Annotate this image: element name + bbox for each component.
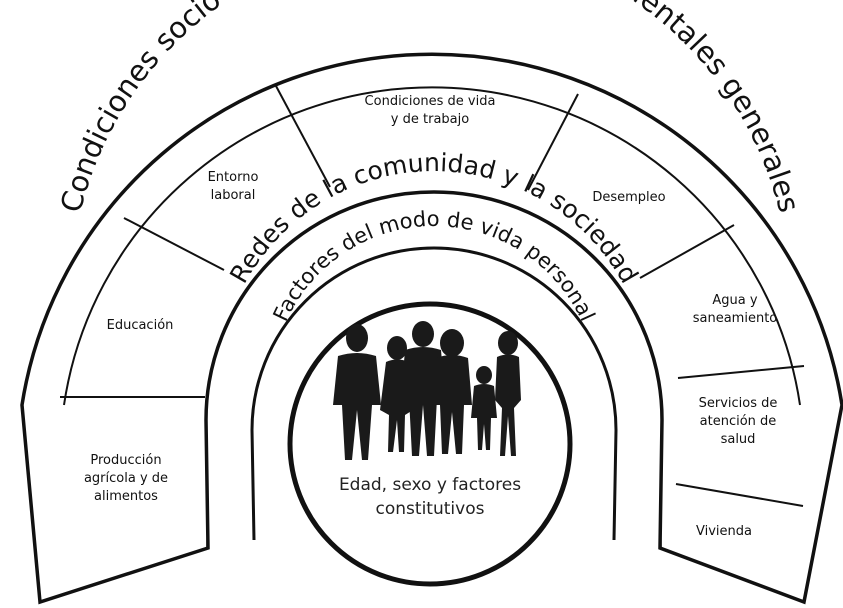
sector-entorno-laboral-line: laboral [211,188,256,203]
sector-condiciones-vida-trabajo-line: Condiciones de vida [365,94,496,109]
outer-title-band-edge [63,86,801,406]
sector-entorno-laboral-line: Entorno [208,170,259,185]
sector-agua-saneamiento-line: Agua y [712,293,757,308]
sector-vivienda: Vivienda [696,524,752,539]
sector-dividers [60,85,805,507]
people-silhouette-icon [333,321,521,460]
sector-vivienda-line: Vivienda [696,524,752,539]
sector-condiciones-vida-trabajo-line: y de trabajo [391,112,469,127]
sector-servicios-salud: Servicios de atención de salud [699,396,778,447]
sector-produccion-agricola-line: Producción [90,453,161,468]
sector-produccion-agricola: Producción agrícola y de alimentos [84,453,168,504]
sector-servicios-salud-line: atención de [700,414,777,429]
sector-desempleo-line: Desempleo [592,190,665,205]
sector-condiciones-vida-trabajo: Condiciones de vida y de trabajo [365,94,496,127]
sector-educacion: Educación [107,318,174,333]
sector-entorno-laboral: Entorno laboral [208,170,259,203]
sector-educacion-line: Educación [107,318,174,333]
sector-labels: Producción agrícola y de alimentos Educació… [84,94,777,539]
sector-desempleo: Desempleo [592,190,665,205]
core-label-line1: Edad, sexo y factores [339,475,521,495]
sector-servicios-salud-line: salud [721,432,756,447]
sector-servicios-salud-line: Servicios de [699,396,778,411]
sector-agua-saneamiento-line: saneamiento [693,311,778,326]
sector-produccion-agricola-line: alimentos [94,489,158,504]
sector-produccion-agricola-line: agrícola y de [84,471,168,486]
sector-agua-saneamiento: Agua y saneamiento [693,293,778,326]
core-label-line2: constitutivos [376,499,485,519]
